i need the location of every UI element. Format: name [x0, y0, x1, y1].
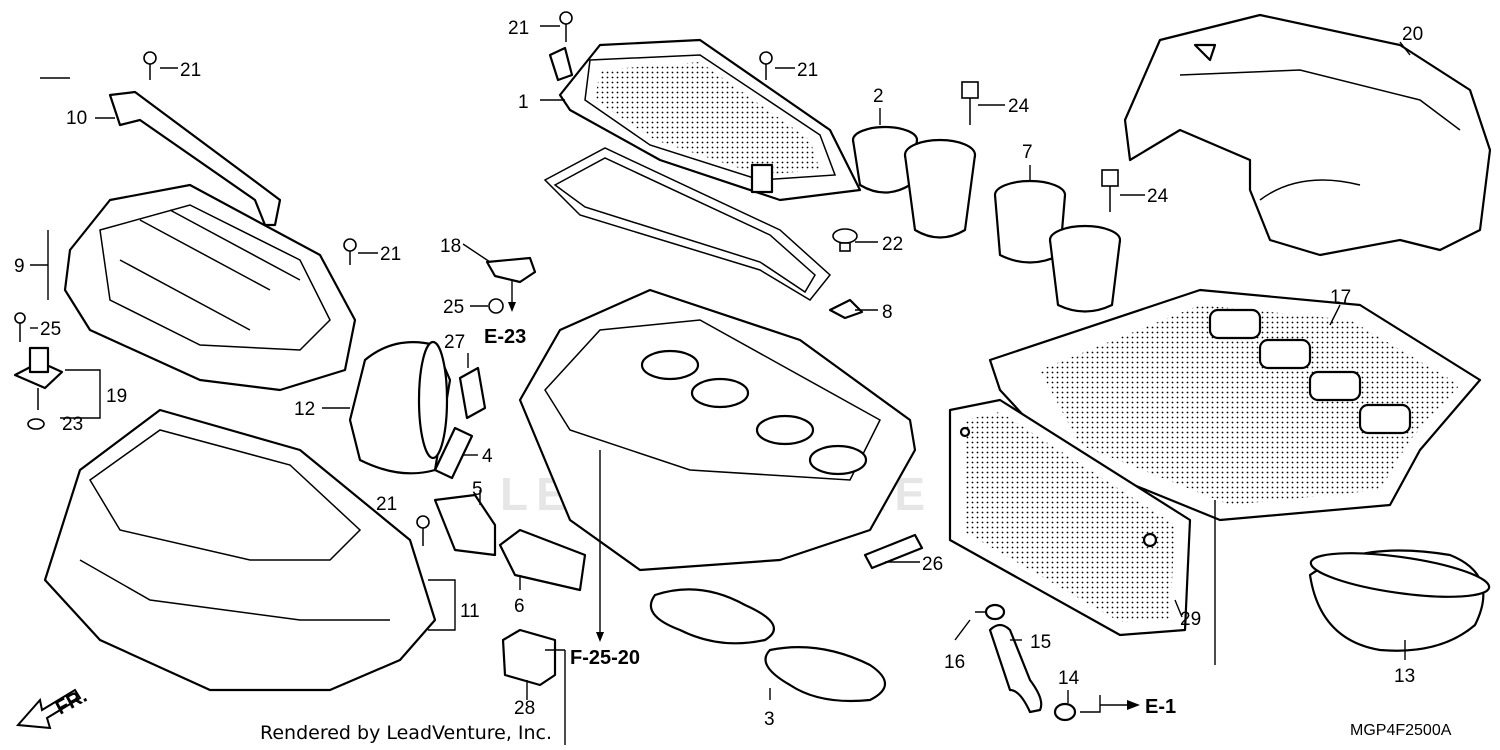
callout-26: 26 — [922, 554, 943, 575]
part-2-funnel[interactable] — [851, 125, 977, 239]
callout-14: 14 — [1058, 668, 1080, 689]
part-29-panel[interactable] — [948, 398, 1192, 637]
part-7-funnel[interactable] — [993, 179, 1122, 313]
direction-label: FR. — [52, 685, 91, 720]
part-26-pad[interactable] — [863, 533, 924, 570]
part-16-clamp[interactable] — [975, 603, 1006, 621]
reference-f2520[interactable]: F-25-20 — [570, 647, 640, 669]
callout-5: 5 — [472, 479, 483, 500]
bolt-21-icon[interactable] — [559, 11, 573, 42]
part-6-pad[interactable] — [498, 528, 587, 592]
part-13-boot[interactable] — [1308, 545, 1491, 652]
callout-29: 29 — [1180, 609, 1201, 630]
callout-10: 10 — [66, 108, 87, 129]
bolt-21-icon[interactable] — [759, 51, 773, 80]
callout-23: 23 — [62, 414, 83, 435]
callout-21: 21 — [380, 244, 401, 265]
callout-27: 27 — [444, 332, 465, 353]
part-10-bracket[interactable] — [108, 90, 282, 227]
bolt-24-icon[interactable] — [961, 81, 979, 125]
intake-gaskets — [649, 588, 887, 703]
callout-21: 21 — [376, 494, 397, 515]
callout-4: 4 — [482, 446, 493, 467]
bolt-21-icon[interactable] — [343, 238, 357, 265]
part-11-lower-housing[interactable] — [43, 408, 437, 692]
callout-21: 21 — [797, 60, 818, 81]
leader-lines — [30, 25, 1411, 745]
part-8-clip[interactable] — [828, 298, 864, 320]
callout-7: 7 — [1022, 142, 1033, 163]
part-12-duct[interactable] — [348, 340, 452, 475]
part-17-plate[interactable] — [988, 288, 1482, 522]
callout-8: 8 — [882, 302, 893, 323]
part-9-upper-housing[interactable] — [63, 183, 357, 392]
part-19-sensor[interactable] — [13, 346, 64, 410]
callout-13: 13 — [1394, 666, 1415, 687]
part-14-clamp[interactable] — [1053, 702, 1077, 722]
callout-17: 17 — [1330, 287, 1351, 308]
callout-25: 25 — [40, 319, 61, 340]
bolt-24-icon[interactable] — [1101, 169, 1119, 212]
part-15-hose[interactable] — [988, 623, 1043, 714]
bolt-25-icon[interactable] — [488, 298, 504, 314]
callout-24: 24 — [1147, 186, 1169, 207]
callout-20: 20 — [1402, 24, 1423, 45]
callout-24: 24 — [1008, 96, 1030, 117]
callout-19: 19 — [106, 386, 127, 407]
callout-25: 25 — [443, 297, 464, 318]
callout-21: 21 — [508, 18, 529, 39]
callout-3: 3 — [764, 709, 775, 730]
part-28-pad[interactable] — [501, 628, 557, 687]
footer-credit: Rendered by LeadVenture, Inc. — [260, 722, 552, 744]
washer-23-icon[interactable] — [27, 418, 45, 430]
part-27-pad[interactable] — [458, 366, 487, 420]
reference-e23[interactable]: E-23 — [484, 326, 526, 348]
callout-22: 22 — [882, 234, 903, 255]
bolt-21-icon[interactable] — [143, 51, 157, 80]
bolt-22-icon[interactable] — [832, 228, 858, 252]
part-20-cover[interactable] — [1123, 13, 1492, 257]
callout-28: 28 — [514, 698, 535, 719]
part-1-air-filter[interactable] — [548, 38, 862, 202]
callout-18: 18 — [440, 236, 461, 257]
reference-e1[interactable]: E-1 — [1145, 696, 1176, 718]
bolt-25-icon[interactable] — [14, 312, 26, 342]
callout-16: 16 — [944, 652, 965, 673]
front-direction-arrow — [15, 688, 82, 730]
part-3-airbox[interactable] — [518, 288, 917, 572]
seal-gasket — [543, 147, 832, 301]
part-5-pad[interactable] — [433, 493, 497, 557]
callout-15: 15 — [1030, 632, 1051, 653]
callout-11: 11 — [460, 601, 480, 622]
part-18-sensor[interactable] — [485, 256, 537, 284]
diagram-code: MGP4F2500A — [1350, 722, 1452, 739]
part-4-pad[interactable] — [433, 426, 474, 480]
callout-9: 9 — [14, 256, 25, 277]
callout-21: 21 — [180, 60, 201, 81]
callout-6: 6 — [514, 596, 525, 617]
callout-2: 2 — [873, 86, 884, 107]
callout-1: 1 — [518, 92, 529, 113]
callout-12: 12 — [294, 399, 315, 420]
bolt-21-icon[interactable] — [416, 515, 430, 546]
